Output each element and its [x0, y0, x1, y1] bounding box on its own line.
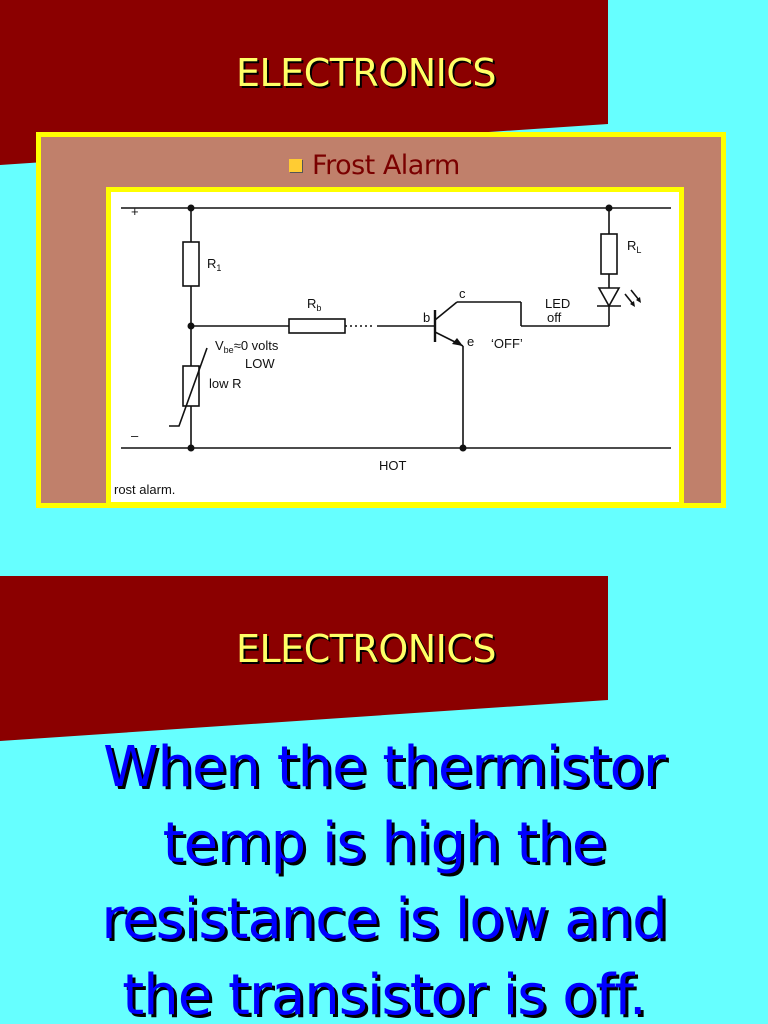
junction-dots [187, 204, 613, 452]
low-label: LOW [245, 356, 275, 371]
hot-label: HOT [379, 458, 407, 473]
vbe-label: Vbe≈0 volts [215, 338, 279, 355]
plus-label: + [131, 204, 139, 219]
pin-b-label: b [423, 310, 430, 325]
slide-frost-alarm: ELECTRONICS Frost Alarm [0, 0, 726, 508]
resistor-rb [288, 318, 346, 334]
rb-label: Rb [307, 296, 321, 313]
slide-explanation: ELECTRONICS When the thermistor temp is … [0, 512, 768, 1024]
circuit-diagram: + – R1 Rb RL Vbe≈0 volts LOW low R b c e… [106, 187, 684, 507]
slide-title: ELECTRONICS [236, 51, 497, 95]
off-label: ‘OFF’ [491, 336, 523, 351]
low-r-label: low R [209, 376, 242, 391]
title-banner [0, 0, 608, 165]
rl-label: RL [627, 238, 641, 255]
resistor-r1 [182, 241, 200, 287]
thermistor [182, 365, 200, 407]
r1-label: R1 [207, 256, 221, 273]
body-text: When the thermistor temp is high the res… [101, 735, 667, 1024]
slide-title: ELECTRONICS [236, 627, 497, 671]
square-bullet-icon [289, 159, 302, 172]
thermistor-symbol [169, 347, 208, 427]
caption: rost alarm. [114, 482, 175, 497]
title-banner [0, 576, 608, 741]
led-off-label: off [547, 310, 562, 325]
pin-e-label: e [467, 334, 474, 349]
minus-label: – [131, 428, 139, 443]
bullet-text: Frost Alarm [312, 150, 460, 181]
led [597, 287, 621, 308]
led-label: LED [545, 296, 570, 311]
content-frame: Frost Alarm [36, 132, 726, 508]
bullet-item: Frost Alarm [289, 150, 460, 181]
resistor-rl [600, 233, 618, 275]
pin-c-label: c [459, 286, 466, 301]
